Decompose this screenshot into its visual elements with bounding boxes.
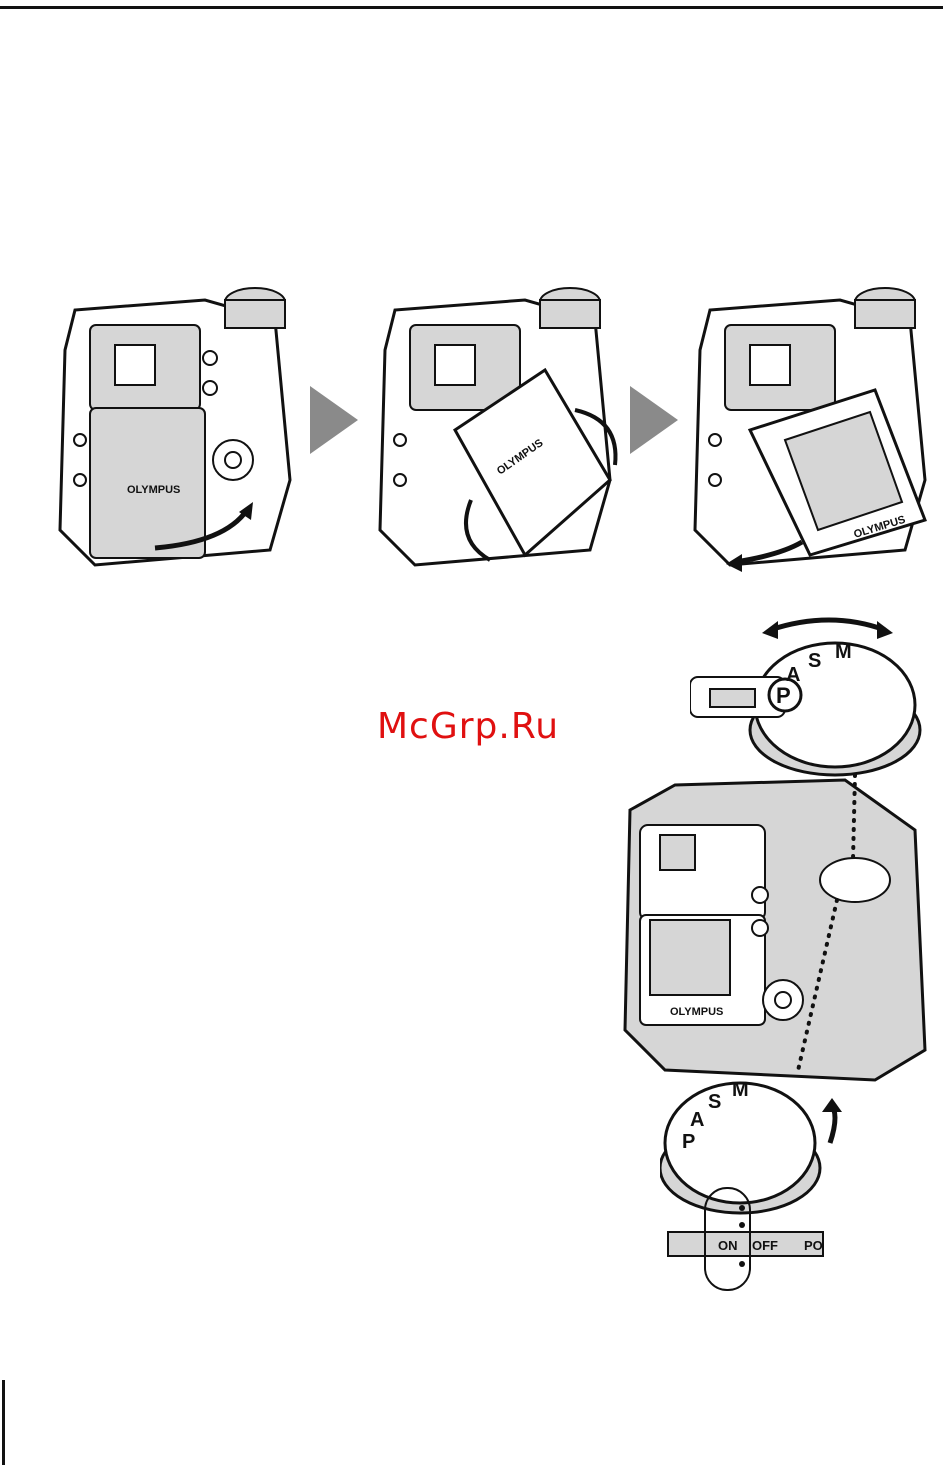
watermark-text: McGrp.Ru bbox=[377, 706, 559, 747]
side-rule bbox=[2, 1380, 5, 1465]
selected-mode-label: P bbox=[776, 683, 791, 708]
mode-dial-top-illustration: P M S A bbox=[690, 605, 930, 780]
power-cut-label: PO bbox=[804, 1238, 823, 1253]
step2-camera-illustration: OLYMPUS bbox=[375, 280, 625, 570]
camera-brand-label: OLYMPUS bbox=[670, 1006, 723, 1018]
mode-dial-bottom-illustration: M S A P ON OFF PO bbox=[660, 1068, 860, 1298]
dial-letter-a-bottom: A bbox=[690, 1109, 704, 1131]
step-arrow-2 bbox=[630, 386, 678, 454]
top-rule bbox=[0, 6, 943, 9]
step1-brand-label: OLYMPUS bbox=[127, 484, 180, 496]
camera-body-illustration: OLYMPUS bbox=[615, 770, 940, 1090]
dial-letter-a-top: A bbox=[786, 664, 800, 686]
step-arrow-1 bbox=[310, 386, 358, 454]
power-off-label: OFF bbox=[752, 1238, 778, 1253]
step1-camera-illustration: OLYMPUS bbox=[55, 280, 305, 570]
dial-letter-m-top: M bbox=[835, 641, 852, 663]
dial-letter-p-bottom: P bbox=[682, 1131, 695, 1153]
dial-letter-s-bottom: S bbox=[708, 1091, 721, 1113]
dial-letter-m-bottom: M bbox=[732, 1079, 749, 1101]
power-on-label: ON bbox=[718, 1238, 738, 1253]
dial-letter-s-top: S bbox=[808, 650, 821, 672]
step3-camera-illustration: OLYMPUS bbox=[690, 280, 940, 575]
